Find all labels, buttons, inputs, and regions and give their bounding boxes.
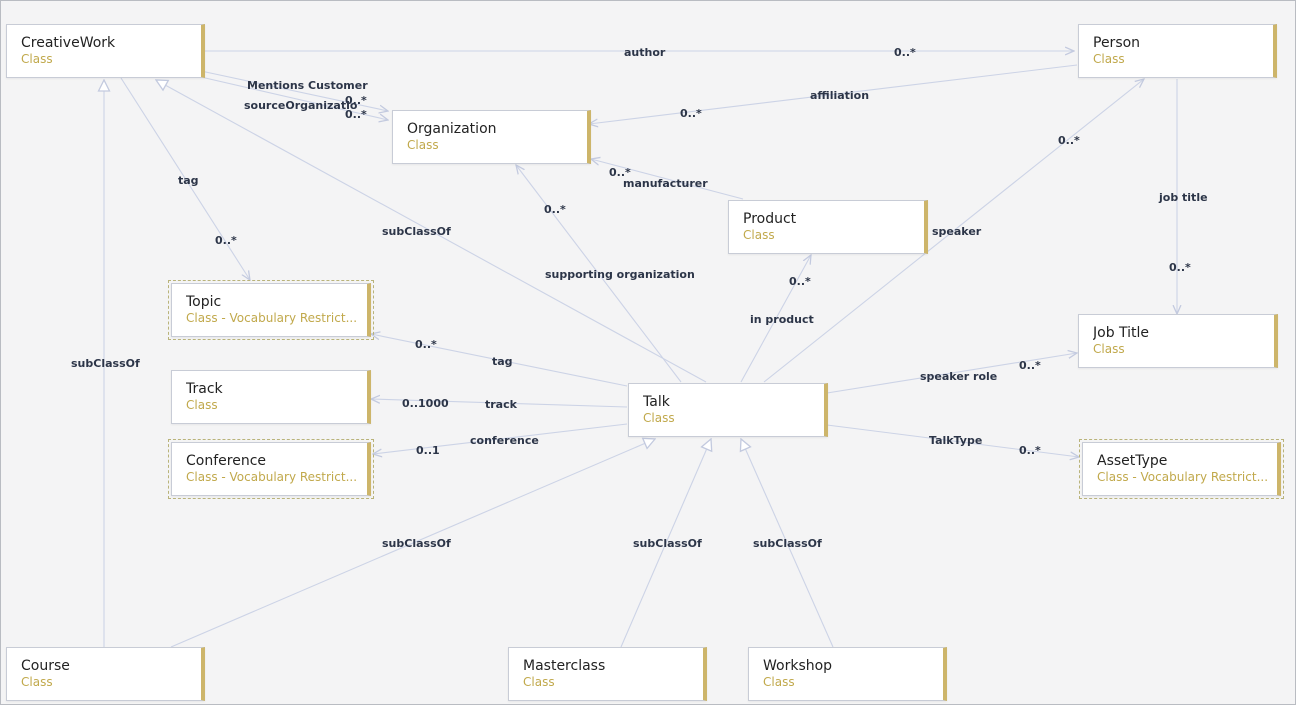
- node-type: Class - Vocabulary Restrict...: [186, 311, 358, 325]
- node-type: Class: [523, 675, 555, 689]
- node-track[interactable]: Track Class: [171, 370, 371, 424]
- edge-card-in-product: 0..*: [789, 275, 811, 288]
- node-masterclass[interactable]: Masterclass Class: [508, 647, 707, 701]
- edge-tag-talk[interactable]: [371, 334, 628, 387]
- edge-manufacturer[interactable]: [591, 159, 744, 200]
- edge-talktype[interactable]: [826, 424, 1079, 457]
- node-talk[interactable]: Talk Class: [628, 383, 828, 437]
- edge-in-product[interactable]: [740, 255, 811, 383]
- node-title: Talk: [643, 394, 670, 410]
- edge-speaker[interactable]: [763, 79, 1144, 383]
- node-person[interactable]: Person Class: [1078, 24, 1277, 78]
- node-type: Class: [1093, 342, 1125, 356]
- node-title: AssetType: [1097, 453, 1168, 469]
- node-assettype[interactable]: AssetType Class - Vocabulary Restrict...: [1079, 439, 1284, 499]
- node-type: Class: [1093, 52, 1125, 66]
- edge-card-speaker: 0..*: [1058, 134, 1080, 147]
- node-type: Class: [743, 228, 775, 242]
- edge-card-tag-talk: 0..*: [415, 338, 437, 351]
- edge-label-mentions-customer: Mentions Customer: [247, 79, 368, 92]
- edge-label-source-organization: sourceOrganizatio: [244, 99, 358, 112]
- node-workshop[interactable]: Workshop Class: [748, 647, 947, 701]
- edge-card-track: 0..1000: [402, 397, 449, 410]
- edge-card-tag-creativework: 0..*: [215, 234, 237, 247]
- edge-label-track: track: [485, 398, 517, 411]
- node-title: Organization: [407, 121, 497, 137]
- node-type: Class: [407, 138, 439, 152]
- edge-card-speaker-role: 0..*: [1019, 359, 1041, 372]
- edge-label-subclassof-workshop: subClassOf: [753, 537, 822, 550]
- node-title: Person: [1093, 35, 1141, 51]
- edge-label-affiliation: affiliation: [810, 89, 870, 102]
- edge-label-subclassof-masterclass: subClassOf: [633, 537, 702, 550]
- node-title: Topic: [186, 294, 222, 310]
- node-type: Class: [763, 675, 795, 689]
- node-title: Product: [743, 211, 797, 227]
- edge-card-affiliation: 0..*: [680, 107, 702, 120]
- node-course[interactable]: Course Class: [6, 647, 205, 701]
- edge-label-tag-talk: tag: [492, 355, 513, 368]
- edge-affiliation[interactable]: [589, 64, 1078, 124]
- edge-label-speaker-role: speaker role: [920, 370, 998, 383]
- edge-label-talktype: TalkType: [929, 434, 983, 447]
- edge-label-subclassof-course-talk: subClassOf: [382, 537, 451, 550]
- node-type: Class - Vocabulary Restrict...: [1097, 470, 1269, 484]
- edge-card-mentions-customer: 0..*: [345, 94, 367, 107]
- edge-card-job-title: 0..*: [1169, 261, 1191, 274]
- edge-label-manufacturer: manufacturer: [623, 177, 708, 190]
- node-title: Masterclass: [523, 658, 606, 674]
- node-product[interactable]: Product Class: [728, 200, 928, 254]
- node-type: Class: [186, 398, 218, 412]
- edge-label-in-product: in product: [750, 313, 814, 326]
- edge-label-subclassof-course-creativework: subClassOf: [71, 357, 140, 370]
- edge-supporting-organization[interactable]: [516, 165, 682, 383]
- edge-tag-creativework[interactable]: [120, 77, 250, 280]
- node-title: CreativeWork: [21, 35, 116, 51]
- node-job-title[interactable]: Job Title Class: [1078, 314, 1278, 368]
- edge-mentions-customer[interactable]: [200, 70, 388, 111]
- edge-subclassof-course-talk[interactable]: [170, 439, 655, 648]
- node-type: Class: [21, 52, 53, 66]
- edge-card-supporting-organization: 0..*: [544, 203, 566, 216]
- edge-label-subclassof-talk-creativework: subClassOf: [382, 225, 451, 238]
- node-title: Workshop: [763, 658, 833, 674]
- edge-card-talktype: 0..*: [1019, 444, 1041, 457]
- edge-label-conference: conference: [470, 434, 539, 447]
- edge-subclassof-masterclass[interactable]: [620, 439, 711, 648]
- node-type: Class: [21, 675, 53, 689]
- edge-subclassof-talk-creativework[interactable]: [156, 80, 707, 383]
- node-type: Class - Vocabulary Restrict...: [186, 470, 358, 484]
- edge-label-supporting-organization: supporting organization: [545, 268, 695, 281]
- node-creativework[interactable]: CreativeWork Class: [6, 24, 205, 78]
- node-conference[interactable]: Conference Class - Vocabulary Restrict..…: [168, 439, 374, 499]
- edge-track[interactable]: [371, 399, 628, 408]
- edge-source-organization[interactable]: [200, 76, 388, 120]
- node-title: Job Title: [1093, 325, 1150, 341]
- node-type: Class: [643, 411, 675, 425]
- edge-card-source-organization: 0..*: [345, 108, 367, 121]
- node-title: Course: [21, 658, 70, 674]
- edge-label-job-title: job title: [1159, 191, 1208, 204]
- edge-card-conference: 0..1: [416, 444, 440, 457]
- edge-label-speaker: speaker: [932, 225, 982, 238]
- edge-label-tag-creativework: tag: [178, 174, 199, 187]
- node-topic[interactable]: Topic Class - Vocabulary Restrict...: [168, 280, 374, 340]
- node-title: Conference: [186, 453, 267, 469]
- edge-label-author: author: [624, 46, 666, 59]
- edge-card-manufacturer: 0..*: [609, 166, 631, 179]
- edge-conference[interactable]: [373, 423, 628, 454]
- edge-subclassof-workshop[interactable]: [741, 439, 834, 648]
- edge-card-author: 0..*: [894, 46, 916, 59]
- edge-speaker-role[interactable]: [826, 353, 1077, 394]
- node-title: Track: [186, 381, 223, 397]
- node-organization[interactable]: Organization Class: [392, 110, 591, 164]
